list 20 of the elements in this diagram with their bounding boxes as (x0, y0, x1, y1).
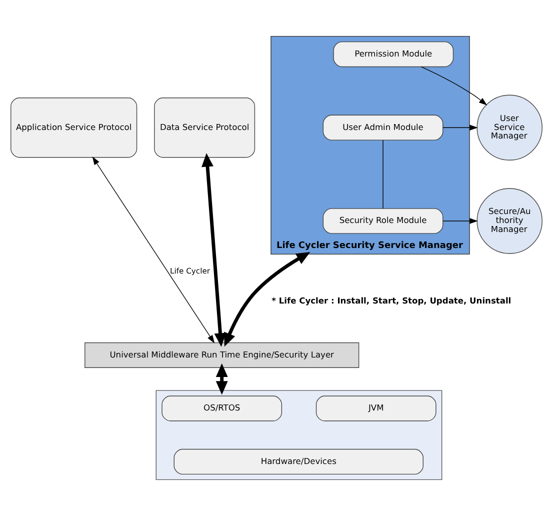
arrow (442, 218, 478, 224)
arrow (216, 363, 228, 395)
node-box: Security Role Module (322, 208, 444, 234)
arrow (442, 124, 478, 131)
node-box: Hardware/Devices (174, 448, 424, 475)
node-box: Data Service Protocol (154, 98, 256, 158)
node-box: Application Service Protocol (10, 98, 138, 158)
arrow (202, 153, 226, 347)
arrow (224, 252, 310, 347)
arrow (420, 66, 488, 106)
node-circle: Secure/Au thority Manager (476, 188, 542, 254)
node-box: OS/RTOS (162, 396, 282, 422)
node-box: User Admin Module (322, 114, 444, 140)
connector (382, 140, 384, 209)
node-box: JVM (316, 396, 436, 422)
cluster (156, 390, 442, 480)
node-box: Universal Middleware Run Time Engine/Security Layer (84, 342, 360, 368)
node-box: Permission Module (333, 42, 454, 68)
label: * Life Cycler : Install, Start, Stop, Update, Uninstall (272, 295, 512, 306)
arrow (92, 156, 215, 344)
